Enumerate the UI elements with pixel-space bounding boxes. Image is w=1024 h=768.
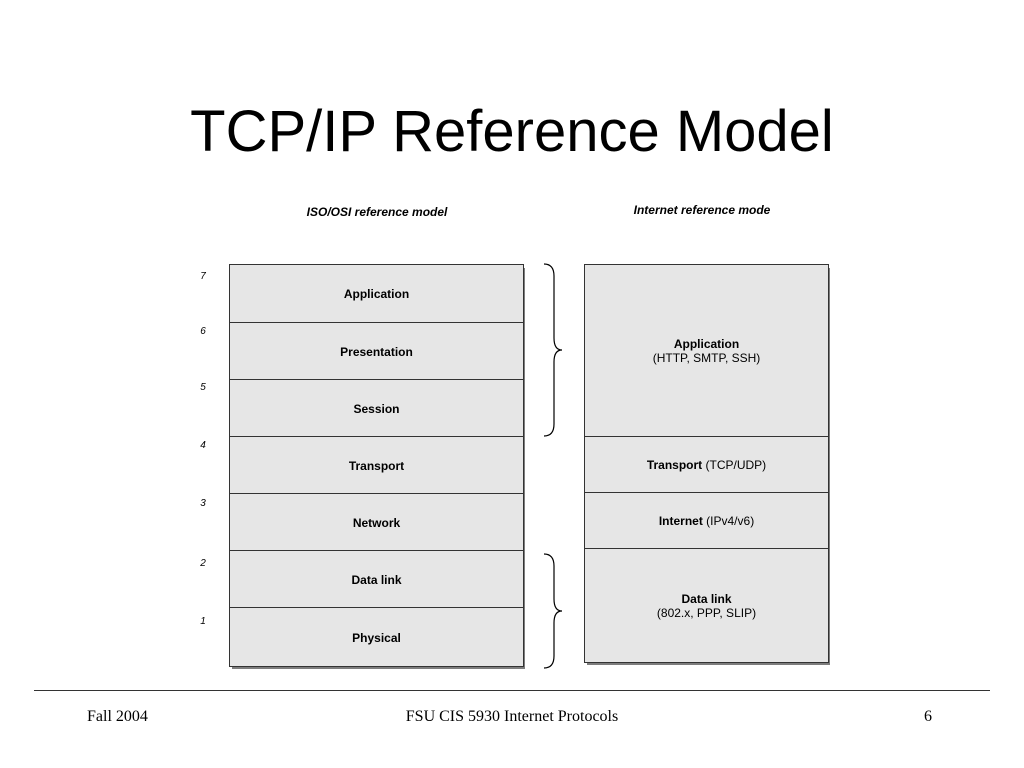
- internet-layer-stack: Application (HTTP, SMTP, SSH) Transport …: [584, 264, 829, 663]
- osi-layer-stack: Application Presentation Session Transpo…: [229, 264, 524, 667]
- osi-layer-number: 4: [200, 440, 206, 451]
- osi-layer-session: Session: [230, 379, 523, 437]
- footer-divider: [34, 690, 990, 691]
- osi-layer-number: 1: [200, 616, 206, 627]
- osi-layer-data-link: Data link: [230, 550, 523, 608]
- osi-layer-label: Application: [343, 286, 410, 301]
- osi-layer-number: 7: [200, 271, 206, 282]
- osi-layer-application: Application: [230, 265, 523, 322]
- osi-layer-label: Physical: [352, 630, 401, 645]
- internet-layer-name: Application: [673, 336, 740, 351]
- footer-course: FSU CIS 5930 Internet Protocols: [405, 708, 619, 725]
- internet-layer-transport: Transport (TCP/UDP): [585, 436, 828, 493]
- osi-layer-label: Session: [353, 401, 400, 416]
- osi-layer-network: Network: [230, 493, 523, 551]
- internet-layer-detail: (802.x, PPP, SLIP): [656, 606, 757, 620]
- internet-layer-name: Internet: [658, 514, 703, 528]
- osi-layer-presentation: Presentation: [230, 322, 523, 380]
- osi-layer-number: 6: [200, 326, 206, 337]
- osi-layer-physical: Physical: [230, 607, 523, 667]
- lower-brace: [543, 553, 563, 669]
- internet-layer-name: Transport: [646, 458, 703, 472]
- osi-layer-label: Transport: [348, 458, 405, 473]
- internet-layer-detail: (IPv4/v6): [706, 514, 755, 528]
- internet-layer-detail: (HTTP, SMTP, SSH): [652, 350, 761, 365]
- internet-layer-data-link: Data link (802.x, PPP, SLIP): [585, 548, 828, 663]
- internet-layer-name: Data link: [681, 592, 732, 606]
- internet-layer-internet: Internet (IPv4/v6): [585, 492, 828, 549]
- internet-layer-application: Application (HTTP, SMTP, SSH): [585, 265, 828, 436]
- internet-model-heading: Internet reference mode: [633, 203, 771, 217]
- upper-brace: [543, 263, 563, 437]
- internet-layer-detail: (TCP/UDP): [705, 458, 767, 472]
- footer-date: Fall 2004: [87, 708, 148, 725]
- osi-layer-number: 2: [200, 558, 206, 569]
- osi-layer-label: Network: [352, 515, 401, 530]
- slide-title: TCP/IP Reference Model: [190, 99, 834, 164]
- osi-model-heading: ISO/OSI reference model: [306, 205, 448, 219]
- osi-layer-label: Presentation: [340, 344, 413, 359]
- osi-layer-label: Data link: [351, 572, 402, 587]
- osi-layer-number: 5: [200, 382, 206, 393]
- osi-layer-number: 3: [200, 498, 206, 509]
- slide-number: 6: [924, 708, 932, 725]
- osi-layer-transport: Transport: [230, 436, 523, 494]
